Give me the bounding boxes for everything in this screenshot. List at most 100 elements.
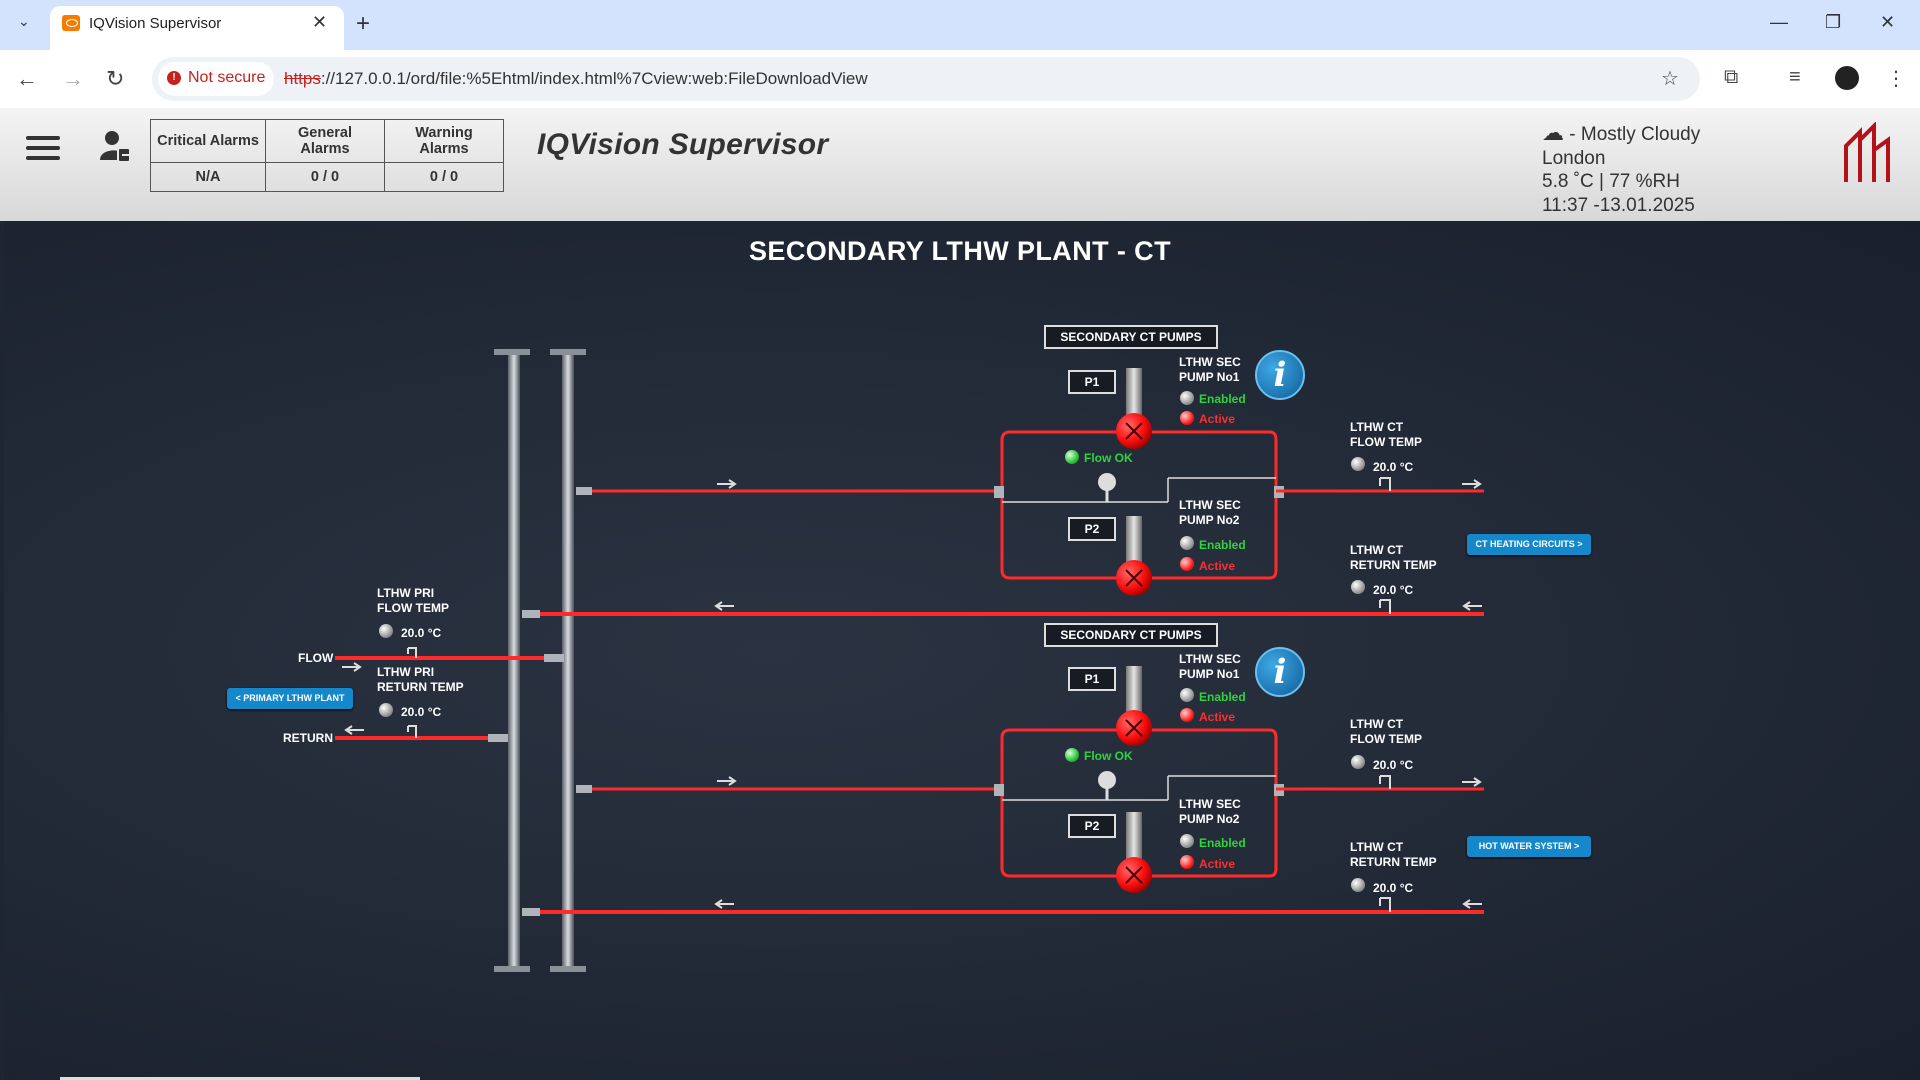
circuit2-p2-tag[interactable]: P2 bbox=[1068, 814, 1116, 838]
weather-city: London bbox=[1542, 147, 1606, 169]
header-cap bbox=[494, 966, 530, 972]
circuit1-flow-ok[interactable]: Flow OK bbox=[1084, 451, 1133, 465]
circuit2-pump-loop bbox=[1000, 728, 1278, 878]
circuit1-info-icon[interactable]: i bbox=[1255, 350, 1305, 400]
circuit1-pump1-enabled[interactable]: Enabled bbox=[1199, 392, 1246, 406]
hamburger-menu-icon[interactable] bbox=[26, 130, 60, 166]
reload-icon[interactable]: ↻ bbox=[106, 66, 125, 91]
url-rest: ://127.0.0.1/ord/file:%5Ehtml/index.html… bbox=[320, 69, 868, 88]
circuit2-flow-ok[interactable]: Flow OK bbox=[1084, 749, 1133, 763]
general-alarms-count[interactable]: 0 / 0 bbox=[265, 162, 385, 192]
circuit2-pump2-enabled-indicator bbox=[1180, 834, 1194, 848]
circuit2-pump2-enabled[interactable]: Enabled bbox=[1199, 836, 1246, 850]
circuit2-info-icon[interactable]: i bbox=[1255, 647, 1305, 697]
back-icon[interactable]: ← bbox=[16, 66, 38, 91]
media-control-icon[interactable]: ≡ bbox=[1789, 66, 1801, 88]
url-text[interactable]: https://127.0.0.1/ord/file:%5Ehtml/index… bbox=[284, 69, 868, 89]
circuit2-return-temp-value[interactable]: 20.0 °C bbox=[1373, 881, 1414, 895]
pipe-flange bbox=[544, 654, 564, 662]
ct-heating-circuits-button[interactable]: CT HEATING CIRCUITS > bbox=[1467, 534, 1591, 555]
circuit2-pump2-active[interactable]: Active bbox=[1199, 857, 1236, 871]
sensor-pocket bbox=[1379, 897, 1391, 912]
circuit1-pump2-enabled[interactable]: Enabled bbox=[1199, 538, 1246, 552]
circuit1-return-temp-value[interactable]: 20.0 °C bbox=[1373, 583, 1414, 597]
pipe-flange bbox=[522, 610, 540, 618]
minimize-icon[interactable]: — bbox=[1770, 12, 1788, 32]
pri-flow-temp-value[interactable]: 20.0 °C bbox=[401, 626, 442, 640]
sensor-pocket bbox=[1379, 775, 1391, 789]
hot-water-system-button[interactable]: HOT WATER SYSTEM > bbox=[1467, 836, 1591, 857]
omnibox[interactable] bbox=[152, 57, 1700, 101]
circuit2-pump2-active-indicator bbox=[1180, 855, 1194, 869]
sensor-pocket bbox=[407, 647, 417, 658]
primary-flow-label: FLOW bbox=[298, 651, 334, 665]
pipe-flange bbox=[576, 785, 592, 793]
header-cap bbox=[494, 349, 530, 355]
return-arrow bbox=[714, 899, 734, 909]
circuit1-pump2-active[interactable]: Active bbox=[1199, 559, 1236, 573]
warning-alarms-count[interactable]: 0 / 0 bbox=[384, 162, 504, 192]
circuit1-pump1-active[interactable]: Active bbox=[1199, 412, 1236, 426]
pump-motor bbox=[1126, 368, 1142, 418]
forward-icon[interactable]: → bbox=[62, 66, 84, 91]
cloud-sun-icon: ☁ bbox=[1542, 120, 1564, 145]
circuit1-flow-temp-indicator bbox=[1351, 457, 1365, 471]
circuit1-p2-tag[interactable]: P2 bbox=[1068, 517, 1116, 541]
circuit1-flow-ok-indicator bbox=[1065, 450, 1079, 464]
tab-title[interactable]: IQVision Supervisor bbox=[89, 15, 222, 32]
security-label[interactable]: Not secure bbox=[188, 69, 266, 86]
flow-switch bbox=[1098, 771, 1116, 789]
graphic-title: SECONDARY LTHW PLANT - CT bbox=[749, 236, 1171, 266]
primary-return-label: RETURN bbox=[283, 731, 333, 745]
plant-graphic-canvas bbox=[4, 221, 1920, 1080]
header-pipe-right bbox=[562, 352, 574, 970]
header-pipe-left bbox=[508, 352, 520, 970]
circuit1-pump1-enabled-indicator bbox=[1180, 391, 1194, 405]
pri-return-temp-value[interactable]: 20.0 °C bbox=[401, 705, 442, 719]
circuit1-return-temp-indicator bbox=[1351, 580, 1365, 594]
browser-menu-icon[interactable]: ⋮ bbox=[1886, 68, 1906, 90]
extensions-icon[interactable]: ⧉ bbox=[1724, 66, 1739, 88]
return-arrow bbox=[344, 725, 364, 735]
critical-alarms-count[interactable]: N/A bbox=[150, 162, 266, 192]
header-cap bbox=[550, 349, 586, 355]
circuit2-flow-temp-value[interactable]: 20.0 °C bbox=[1373, 758, 1414, 772]
pump-impeller bbox=[1125, 422, 1143, 440]
circuit1-flow-temp-value[interactable]: 20.0 °C bbox=[1373, 460, 1414, 474]
circuit1-pump2-enabled-indicator bbox=[1180, 536, 1194, 550]
primary-lthw-plant-button[interactable]: < PRIMARY LTHW PLANT bbox=[227, 688, 353, 709]
close-tab-icon[interactable]: ✕ bbox=[312, 12, 328, 32]
circuit1-pump1-active-indicator bbox=[1180, 411, 1194, 425]
circuit2-return-temp-indicator bbox=[1351, 878, 1365, 892]
new-tab-icon[interactable]: + bbox=[356, 10, 371, 37]
circuit2-flow-temp-indicator bbox=[1351, 755, 1365, 769]
tab-search-chevron-icon[interactable]: ⌄ bbox=[18, 13, 30, 29]
weather-condition: - Mostly Cloudy bbox=[1569, 124, 1701, 145]
circuit2-pump1-active[interactable]: Active bbox=[1199, 710, 1236, 724]
flow-arrow bbox=[1462, 777, 1482, 787]
not-secure-icon: ! bbox=[167, 71, 181, 85]
general-alarms-header[interactable]: General Alarms bbox=[265, 119, 385, 163]
bookmark-star-icon[interactable]: ☆ bbox=[1661, 68, 1679, 90]
browser-tab[interactable] bbox=[50, 6, 344, 50]
restore-icon[interactable]: ❐ bbox=[1825, 12, 1842, 32]
profile-avatar[interactable] bbox=[1835, 66, 1859, 90]
pump-motor bbox=[1126, 666, 1142, 716]
window-close-icon[interactable]: ✕ bbox=[1880, 12, 1896, 32]
alarm-summary-table[interactable]: Critical Alarms General Alarms Warning A… bbox=[150, 119, 504, 192]
pipe-flange bbox=[994, 486, 1004, 498]
app-title: IQVision Supervisor bbox=[537, 128, 829, 161]
horizontal-scrollbar[interactable] bbox=[60, 1077, 420, 1080]
pump-motor bbox=[1126, 516, 1142, 566]
circuit1-p1-tag[interactable]: P1 bbox=[1068, 370, 1116, 394]
warning-alarms-header[interactable]: Warning Alarms bbox=[384, 119, 504, 163]
circuit2-pump1-enabled[interactable]: Enabled bbox=[1199, 690, 1246, 704]
pump-impeller bbox=[1125, 719, 1143, 737]
circuit2-p1-tag[interactable]: P1 bbox=[1068, 667, 1116, 691]
user-logout-icon[interactable] bbox=[98, 128, 134, 173]
circuit2-pump1-active-indicator bbox=[1180, 708, 1194, 722]
